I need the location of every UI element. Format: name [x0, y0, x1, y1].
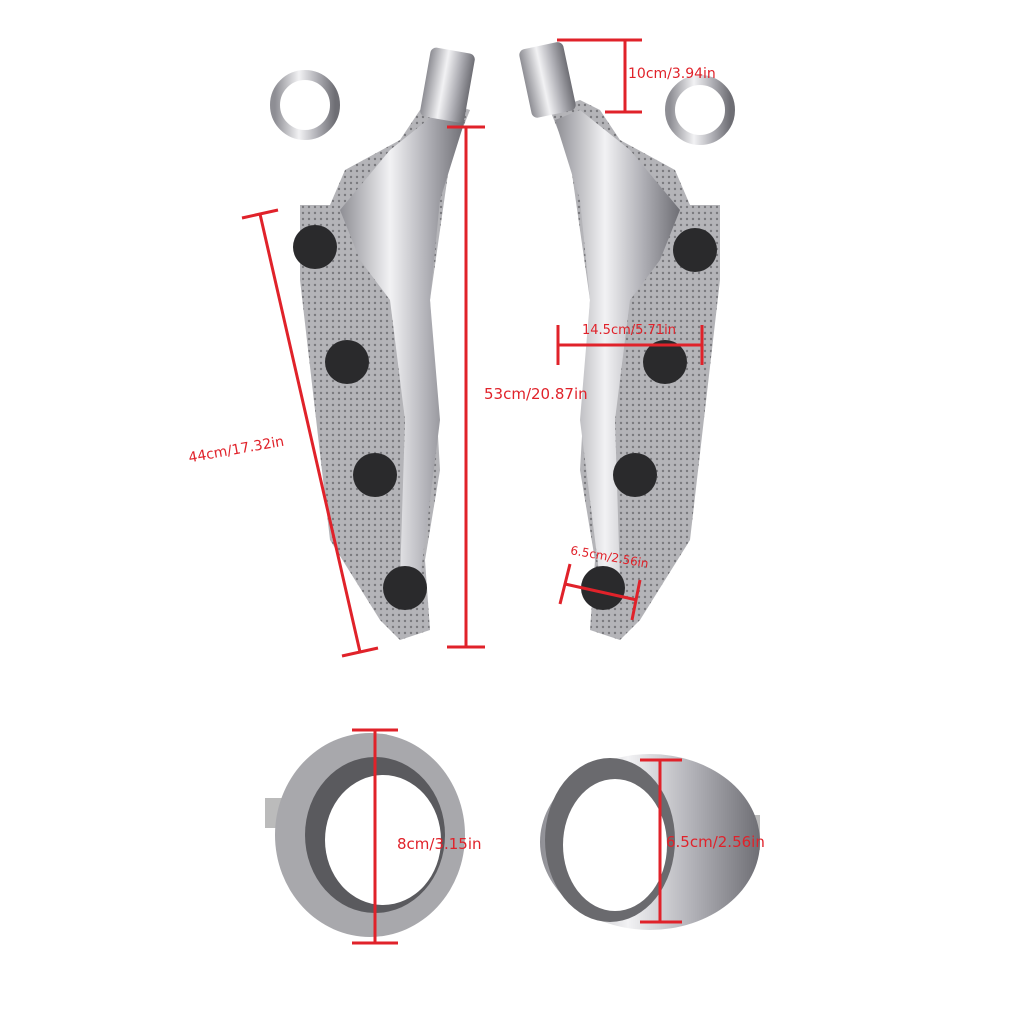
flange-ring-diameter-label: 8cm/3.15in: [397, 835, 482, 853]
right-clamp: [665, 75, 735, 145]
flange-ring: [265, 733, 465, 937]
header-width-label: 14.5cm/5.71in: [582, 323, 676, 338]
measure-lines: [241, 38, 704, 945]
header-height-label: 53cm/20.87in: [484, 385, 588, 403]
pipe-ring: [540, 754, 760, 930]
pipe-length-label: 10cm/3.94in: [628, 66, 716, 82]
right-header: [519, 42, 735, 640]
left-header: [270, 47, 475, 640]
left-clamp: [270, 70, 340, 140]
pipe-ring-diameter-label: 6.5cm/2.56in: [666, 833, 765, 851]
